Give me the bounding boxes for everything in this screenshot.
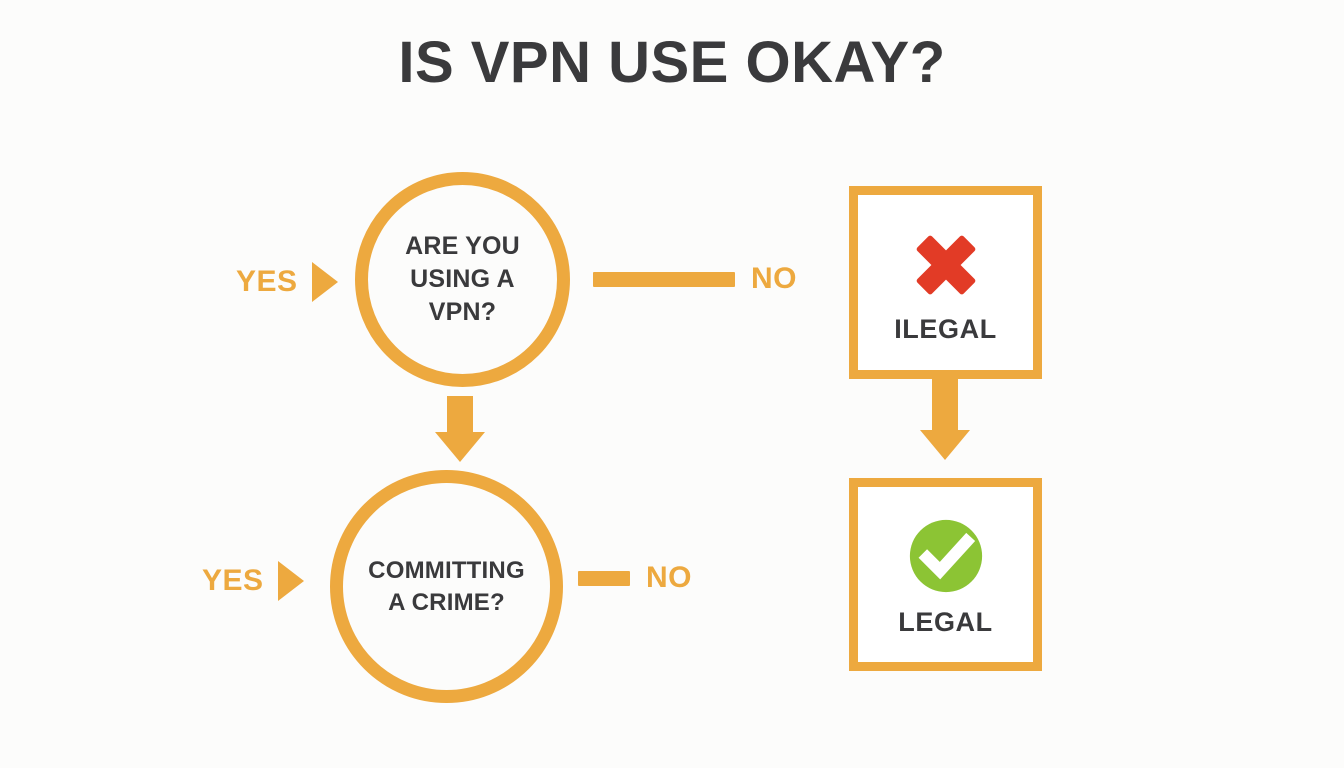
branch-no-crime: NO	[578, 563, 692, 593]
x-mark-icon	[916, 235, 975, 295]
arrow-shaft	[447, 396, 473, 432]
branch-yes-crime-label: YES	[202, 564, 264, 597]
branch-no-crime-label: NO	[646, 561, 692, 594]
branch-yes-vpn-label: YES	[236, 265, 298, 298]
branch-yes-crime: YES	[202, 561, 304, 601]
arrow-head	[920, 430, 970, 460]
decision-vpn-line-3: VPN?	[428, 298, 497, 326]
arrow-head	[435, 432, 485, 462]
page-title: IS VPN USE OKAY?	[398, 30, 946, 95]
decision-crime-line-1: COMMITTING	[368, 556, 525, 584]
outcome-box-legal: LEGAL	[849, 478, 1042, 671]
decision-crime-line-2: A CRIME?	[388, 588, 505, 616]
decision-node-vpn: ARE YOU USING A VPN?	[355, 172, 570, 387]
connector-bar-icon	[593, 271, 735, 287]
branch-no-vpn: NO	[593, 264, 797, 294]
outcome-box-ilegal: ILEGAL	[849, 186, 1042, 379]
arrow-right-icon	[311, 262, 338, 302]
branch-no-vpn-label: NO	[751, 262, 797, 295]
decision-node-crime: COMMITTING A CRIME?	[330, 470, 563, 703]
arrow-shaft	[932, 378, 958, 430]
decision-node-crime-text: COMMITTING A CRIME?	[358, 555, 535, 618]
decision-vpn-line-2: USING A	[410, 265, 515, 293]
decision-node-vpn-text: ARE YOU USING A VPN?	[395, 230, 530, 329]
decision-vpn-line-1: ARE YOU	[405, 232, 520, 260]
arrow-down-icon	[920, 378, 970, 460]
outcome-box-legal-label: LEGAL	[898, 607, 993, 637]
arrow-right-icon	[277, 561, 304, 601]
check-circle-icon	[909, 519, 982, 593]
connector-bar-icon	[578, 570, 630, 586]
branch-yes-vpn: YES	[236, 262, 338, 302]
outcome-box-ilegal-label: ILEGAL	[894, 314, 997, 344]
arrow-down-icon	[435, 396, 485, 462]
